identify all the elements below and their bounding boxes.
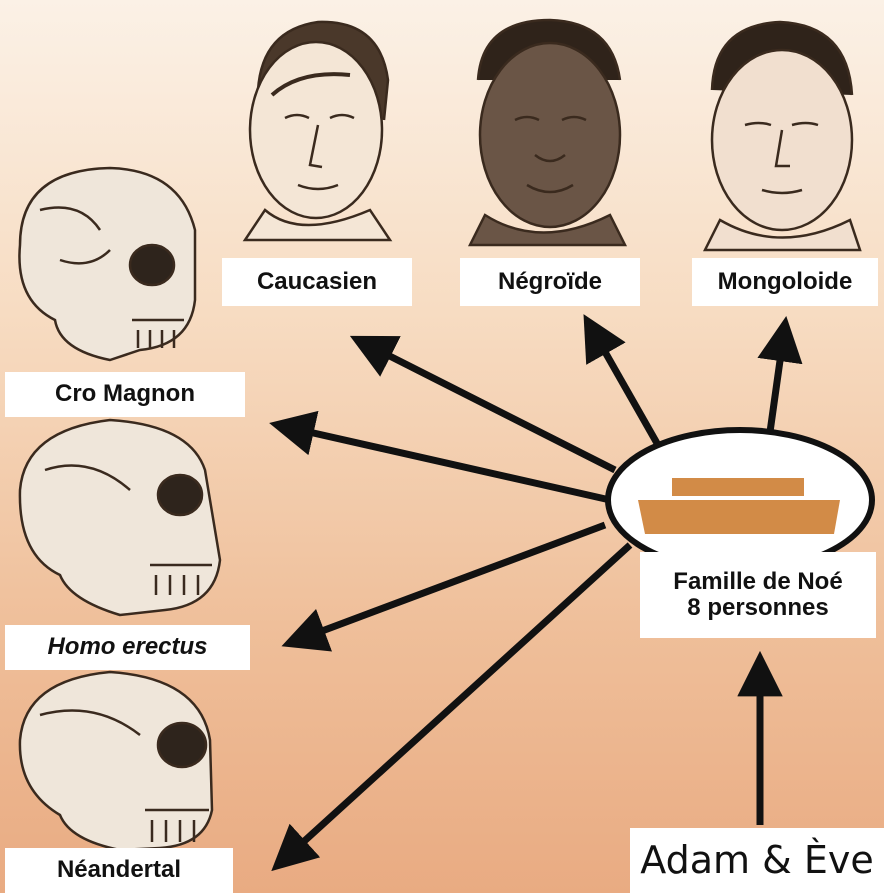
label-mongoloide: Mongoloide (692, 258, 878, 306)
label-caucasien: Caucasien (222, 258, 412, 306)
negroid-face-icon (470, 20, 625, 245)
label-neandertal: Néandertal (5, 848, 233, 893)
arrow-to-cro-magnon (278, 425, 610, 500)
arrow-to-neandertal (278, 545, 630, 865)
arrow-to-mongoloide (770, 325, 785, 432)
homo-erectus-skull-icon (20, 420, 220, 615)
arrow-to-negroide (588, 322, 658, 445)
label-negroide: Négroïde (460, 258, 640, 306)
arrow-to-homo-erectus (290, 525, 605, 643)
ark-icon (608, 430, 872, 570)
caucasian-face-icon (245, 22, 390, 240)
label-adam-eve: Adam & Ève (630, 828, 884, 893)
neanderthal-skull-icon (20, 672, 212, 850)
label-cro-magnon: Cro Magnon (5, 372, 245, 417)
label-noah-family: Famille de Noé 8 personnes (640, 552, 876, 638)
label-noah-family-line2: 8 personnes (687, 595, 828, 621)
mongoloid-face-icon (705, 22, 860, 250)
label-homo-erectus: Homo erectus (5, 625, 250, 670)
cro-magnon-skull-icon (19, 168, 195, 360)
label-noah-family-line1: Famille de Noé (673, 569, 842, 595)
